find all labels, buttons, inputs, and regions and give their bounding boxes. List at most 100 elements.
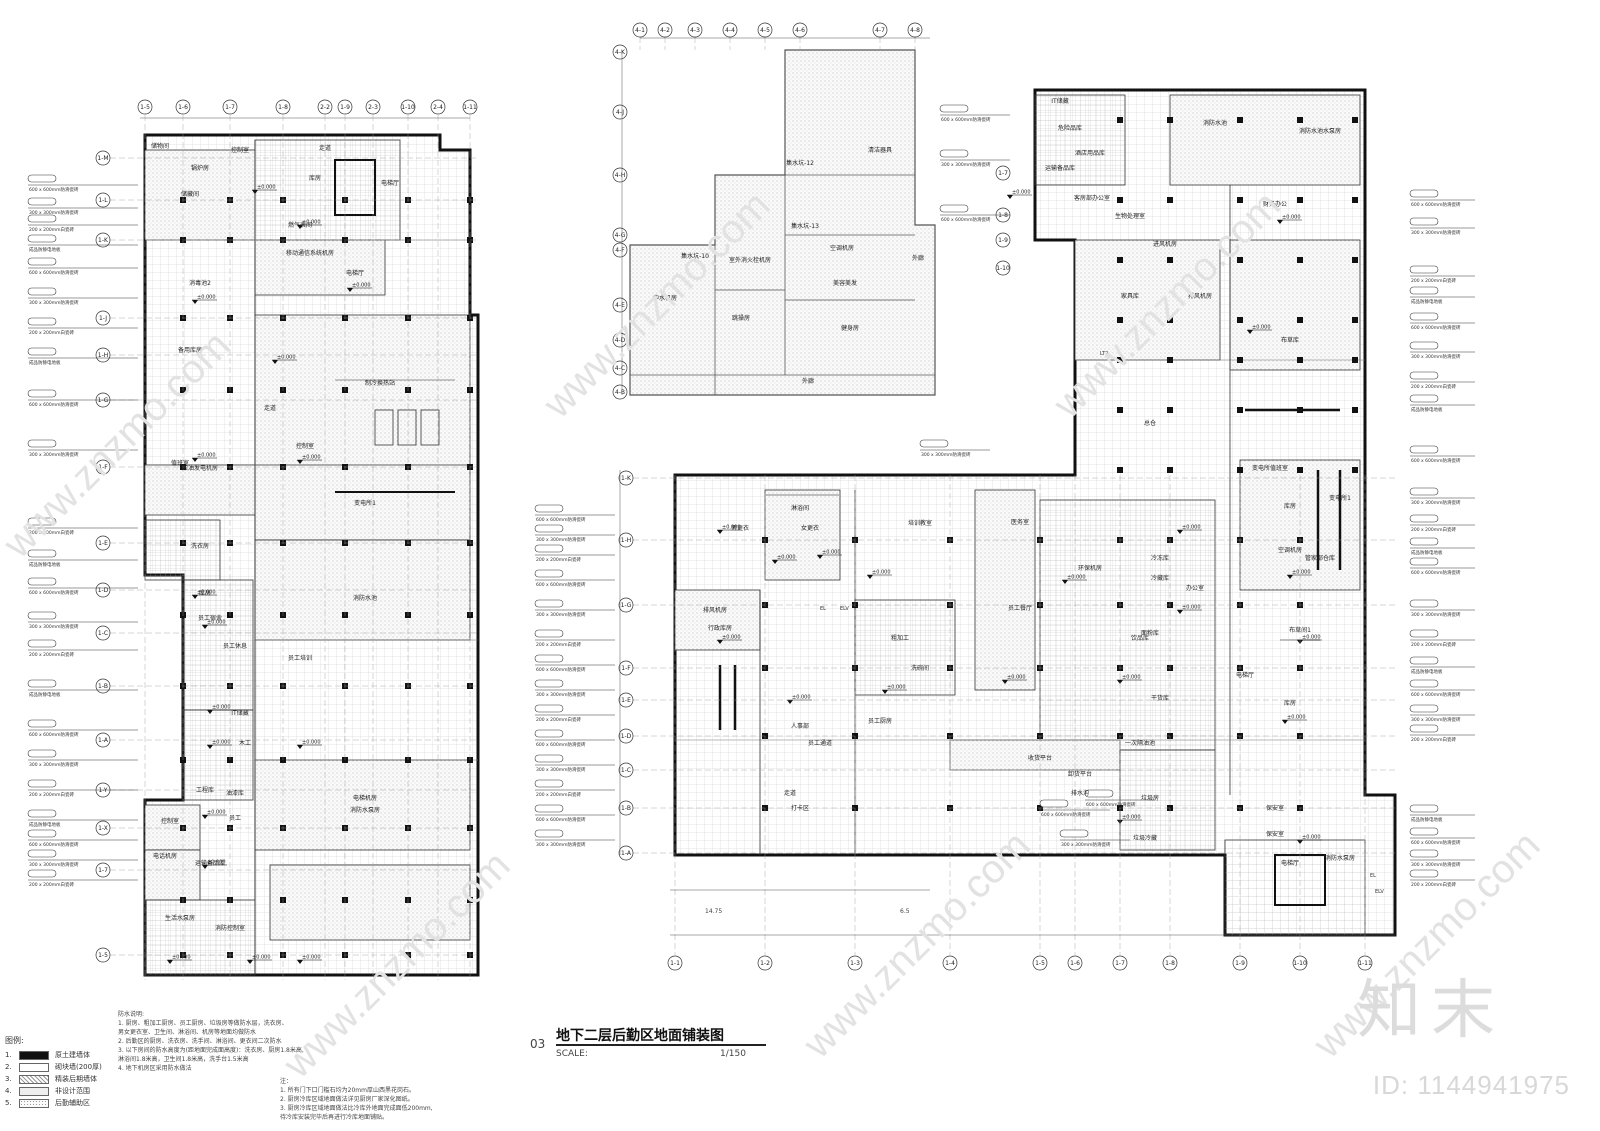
svg-text:1-G: 1-G <box>98 397 109 404</box>
column <box>1167 117 1173 123</box>
finish-tag: 200 x 200mm白瓷砖 <box>1409 869 1475 888</box>
grid-bubble-1-1: 1-1 <box>667 955 683 971</box>
column <box>1297 407 1303 413</box>
finish-tag-text: 600 x 600mm防滑瓷砖 <box>1411 201 1461 208</box>
finish-tag-text: 300 x 300mm防滑瓷砖 <box>1411 611 1461 618</box>
elevation-value: ±0.000 <box>1122 675 1141 681</box>
elevation-value: ±0.000 <box>1302 635 1321 641</box>
elevation-value: ±0.000 <box>1067 575 1086 581</box>
column <box>1167 317 1173 323</box>
finish-tag: 300 x 300mm防滑瓷砖 <box>27 849 138 868</box>
room-label: 运输备品库 <box>195 859 225 867</box>
legend-swatch <box>19 1098 49 1108</box>
column <box>1237 197 1243 203</box>
finish-tag-text: 200 x 200mm白瓷砖 <box>1411 641 1456 648</box>
svg-text:1-6: 1-6 <box>1070 960 1080 967</box>
dimension-1: 14.75 <box>705 908 722 915</box>
elevation-value: ±0.000 <box>172 955 191 961</box>
grid-bubble-1-A: 1-A <box>95 732 111 748</box>
grid-bubble-1-8: 1-8 <box>275 99 291 115</box>
grid-bubble-1-E: 1-E <box>95 535 111 551</box>
column <box>1117 197 1123 203</box>
legend-row: 5.后勤辅助区 <box>5 1097 115 1109</box>
svg-text:1-9: 1-9 <box>1235 960 1245 967</box>
svg-text:1-X: 1-X <box>98 825 108 832</box>
finish-tag-text: 300 x 300mm防滑瓷砖 <box>536 611 586 618</box>
finish-tag: 600 x 600mm防滑瓷砖 <box>27 577 138 596</box>
column <box>1352 357 1358 363</box>
room-label: 工程库 <box>196 786 214 794</box>
grid-bubble-1-K: 1-K <box>618 470 634 486</box>
finish-tag: 300 x 300mm防滑瓷砖 <box>27 439 138 458</box>
room-label: 库房 <box>1284 699 1296 707</box>
finish-tag: 200 x 200mm白瓷砖 <box>1409 265 1475 284</box>
svg-text:1-E: 1-E <box>621 697 631 704</box>
room-label: 运输备品库 <box>1045 164 1075 172</box>
grid-bubble-1-L: 1-L <box>95 192 111 208</box>
finish-tag-text: 600 x 600mm防滑瓷砖 <box>29 186 79 193</box>
finish-tag-text: 300 x 300mm防滑瓷砖 <box>536 536 586 543</box>
left-room-phone <box>144 804 201 851</box>
room-label: 面粉库 <box>1141 629 1159 637</box>
finish-tag-text: 200 x 200mm白瓷砖 <box>536 791 581 798</box>
room-label: 员工培训 <box>288 654 312 662</box>
drawing-title: 地下二层后勤区地面铺装图 <box>556 1028 724 1044</box>
room-label: 消防水泵房 <box>1325 854 1355 862</box>
finish-tag: 600 x 600mm防滑瓷砖 <box>1084 789 1155 808</box>
column <box>1297 257 1303 263</box>
elevation-marker: ±0.000 <box>202 810 227 819</box>
finish-tag: 600 x 600mm防滑瓷砖 <box>1039 799 1110 818</box>
svg-text:1-A: 1-A <box>98 737 109 744</box>
room-labels: 储物间控制室走道锅炉房库房燃气表间电梯厅储藏间移动通信系统机房电梯厅消毒池2备用… <box>151 97 1384 932</box>
finish-tag-text: 300 x 300mm防滑瓷砖 <box>29 623 79 630</box>
elevation-marker: ±0.000 <box>1062 575 1087 584</box>
column <box>1297 117 1303 123</box>
grid-bubble-1-9: 1-9 <box>337 99 353 115</box>
grid-bubble-1-11: 1-11 <box>1357 955 1373 971</box>
finish-tag: 成品防静电地板 <box>27 234 138 253</box>
waterproof-notes: 防水说明: 1. 厨房、粗加工厨房、员工厨房、垃圾房等做防水层，洗衣房、 男女更… <box>118 1010 328 1073</box>
room-label: 储物间 <box>151 142 169 150</box>
room-label: 员工通道 <box>808 739 832 747</box>
room-label: 酒店用品库 <box>1075 149 1105 157</box>
left-room-chiller <box>254 314 471 466</box>
room-label: 锅炉房 <box>191 164 209 172</box>
finish-tag-text: 600 x 600mm防滑瓷砖 <box>941 216 991 223</box>
finish-tag: 600 x 600mm防滑瓷砖 <box>534 569 615 588</box>
elevation-value: ±0.000 <box>212 705 231 711</box>
room-label: 医务室 <box>1011 518 1029 526</box>
finish-tag-text: 300 x 300mm防滑瓷砖 <box>536 766 586 773</box>
finish-tag: 600 x 600mm防滑瓷砖 <box>27 829 138 848</box>
grid-bubble-1-H: 1-H <box>95 347 111 363</box>
svg-text:1-C: 1-C <box>621 767 631 774</box>
finish-tag-text: 300 x 300mm防滑瓷砖 <box>29 761 79 768</box>
finish-tag-text: 600 x 600mm防滑瓷砖 <box>1411 839 1461 846</box>
elevation-marker: ±0.000 <box>347 283 372 292</box>
room-label: 培训教室 <box>908 519 932 527</box>
elevation-marker: ±0.000 <box>1287 570 1312 579</box>
left-room-staff <box>182 579 254 711</box>
svg-text:4-C: 4-C <box>615 365 625 372</box>
svg-text:4-G: 4-G <box>615 232 626 239</box>
finish-tag-text: 200 x 200mm白瓷砖 <box>1411 277 1456 284</box>
room-label: 员工餐厅 <box>1008 604 1032 612</box>
room-label: 储藏间 <box>181 190 199 198</box>
column <box>1237 407 1243 413</box>
finish-tag: 600 x 600mm防滑瓷砖 <box>1409 827 1475 846</box>
room-label: 电梯厅 <box>1236 671 1254 679</box>
finish-tag-text: 200 x 200mm白瓷砖 <box>29 226 74 233</box>
legend-row: 3.精装后期墙体 <box>5 1073 115 1085</box>
finish-tag-text: 600 x 600mm防滑瓷砖 <box>29 589 79 596</box>
room-label: 油漆库 <box>226 789 244 797</box>
elevation-value: ±0.000 <box>252 955 271 961</box>
elevation-marker: ±0.000 <box>297 740 322 749</box>
elevation-marker: ±0.000 <box>1177 525 1202 534</box>
room-label: 消防水池 <box>1203 119 1227 127</box>
finish-tag-text: 600 x 600mm防滑瓷砖 <box>29 841 79 848</box>
finish-tag-text: 成品防静电地板 <box>1411 549 1443 556</box>
room-label: IT储藏 <box>231 709 248 717</box>
svg-text:4-2: 4-2 <box>660 27 670 34</box>
grid-bubble-1-5: 1-5 <box>1032 955 1048 971</box>
svg-text:1-B: 1-B <box>98 683 108 690</box>
